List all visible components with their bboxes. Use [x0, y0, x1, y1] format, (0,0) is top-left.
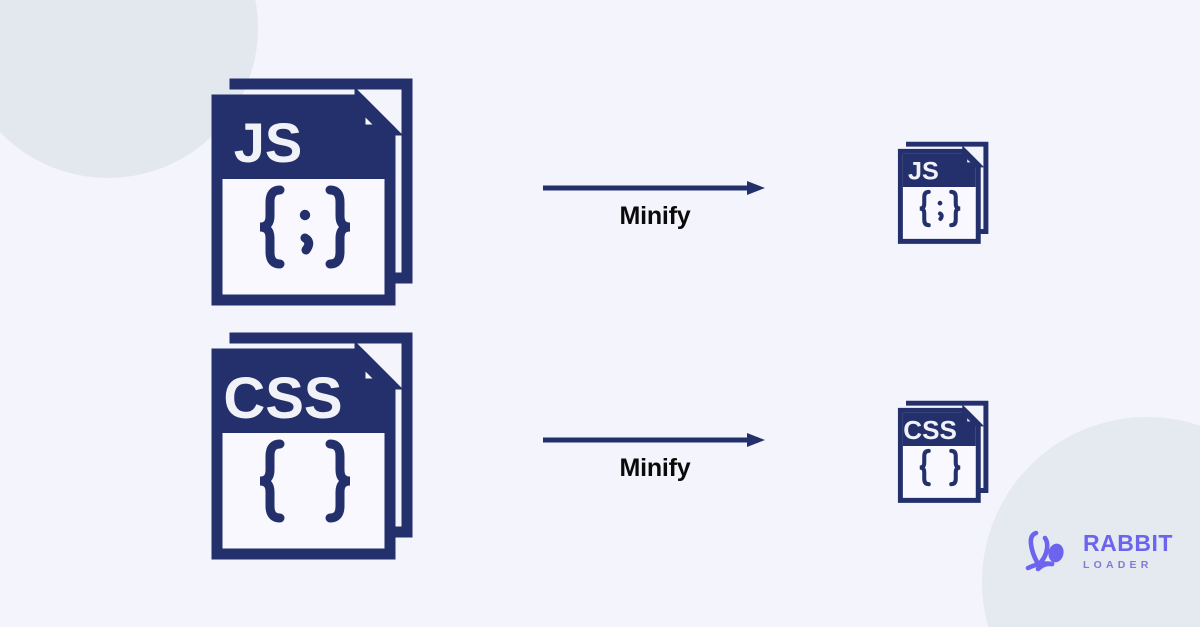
brand-logo: RABBIT LOADER	[1022, 528, 1173, 574]
js-file-icon-large: JS	[210, 68, 420, 308]
rabbit-logo-icon	[1022, 528, 1074, 574]
css-file-type-label: CSS	[223, 366, 342, 431]
js-file-icon-small: JS	[897, 137, 992, 245]
minify-label-js: Minify	[619, 202, 691, 230]
js-file-type-label-small: JS	[908, 157, 939, 185]
minify-arrow-group-css: Minify	[543, 432, 767, 481]
brand-name: RABBIT	[1083, 529, 1173, 556]
minify-arrow-group-js: Minify	[543, 180, 767, 229]
brand-subtitle: LOADER	[1083, 558, 1153, 571]
css-file-type-label-small: CSS	[903, 415, 957, 445]
arrow-right-icon-css	[543, 432, 767, 447]
css-file-icon-large: CSS	[210, 322, 420, 562]
css-file-icon-small: CSS	[897, 396, 992, 504]
decorative-circle-bottom-right	[982, 417, 1200, 627]
js-file-type-label: JS	[234, 111, 303, 174]
arrow-right-icon-js	[543, 180, 767, 195]
minify-label-css: Minify	[619, 454, 691, 482]
brand-text-block: RABBIT LOADER	[1083, 529, 1173, 571]
